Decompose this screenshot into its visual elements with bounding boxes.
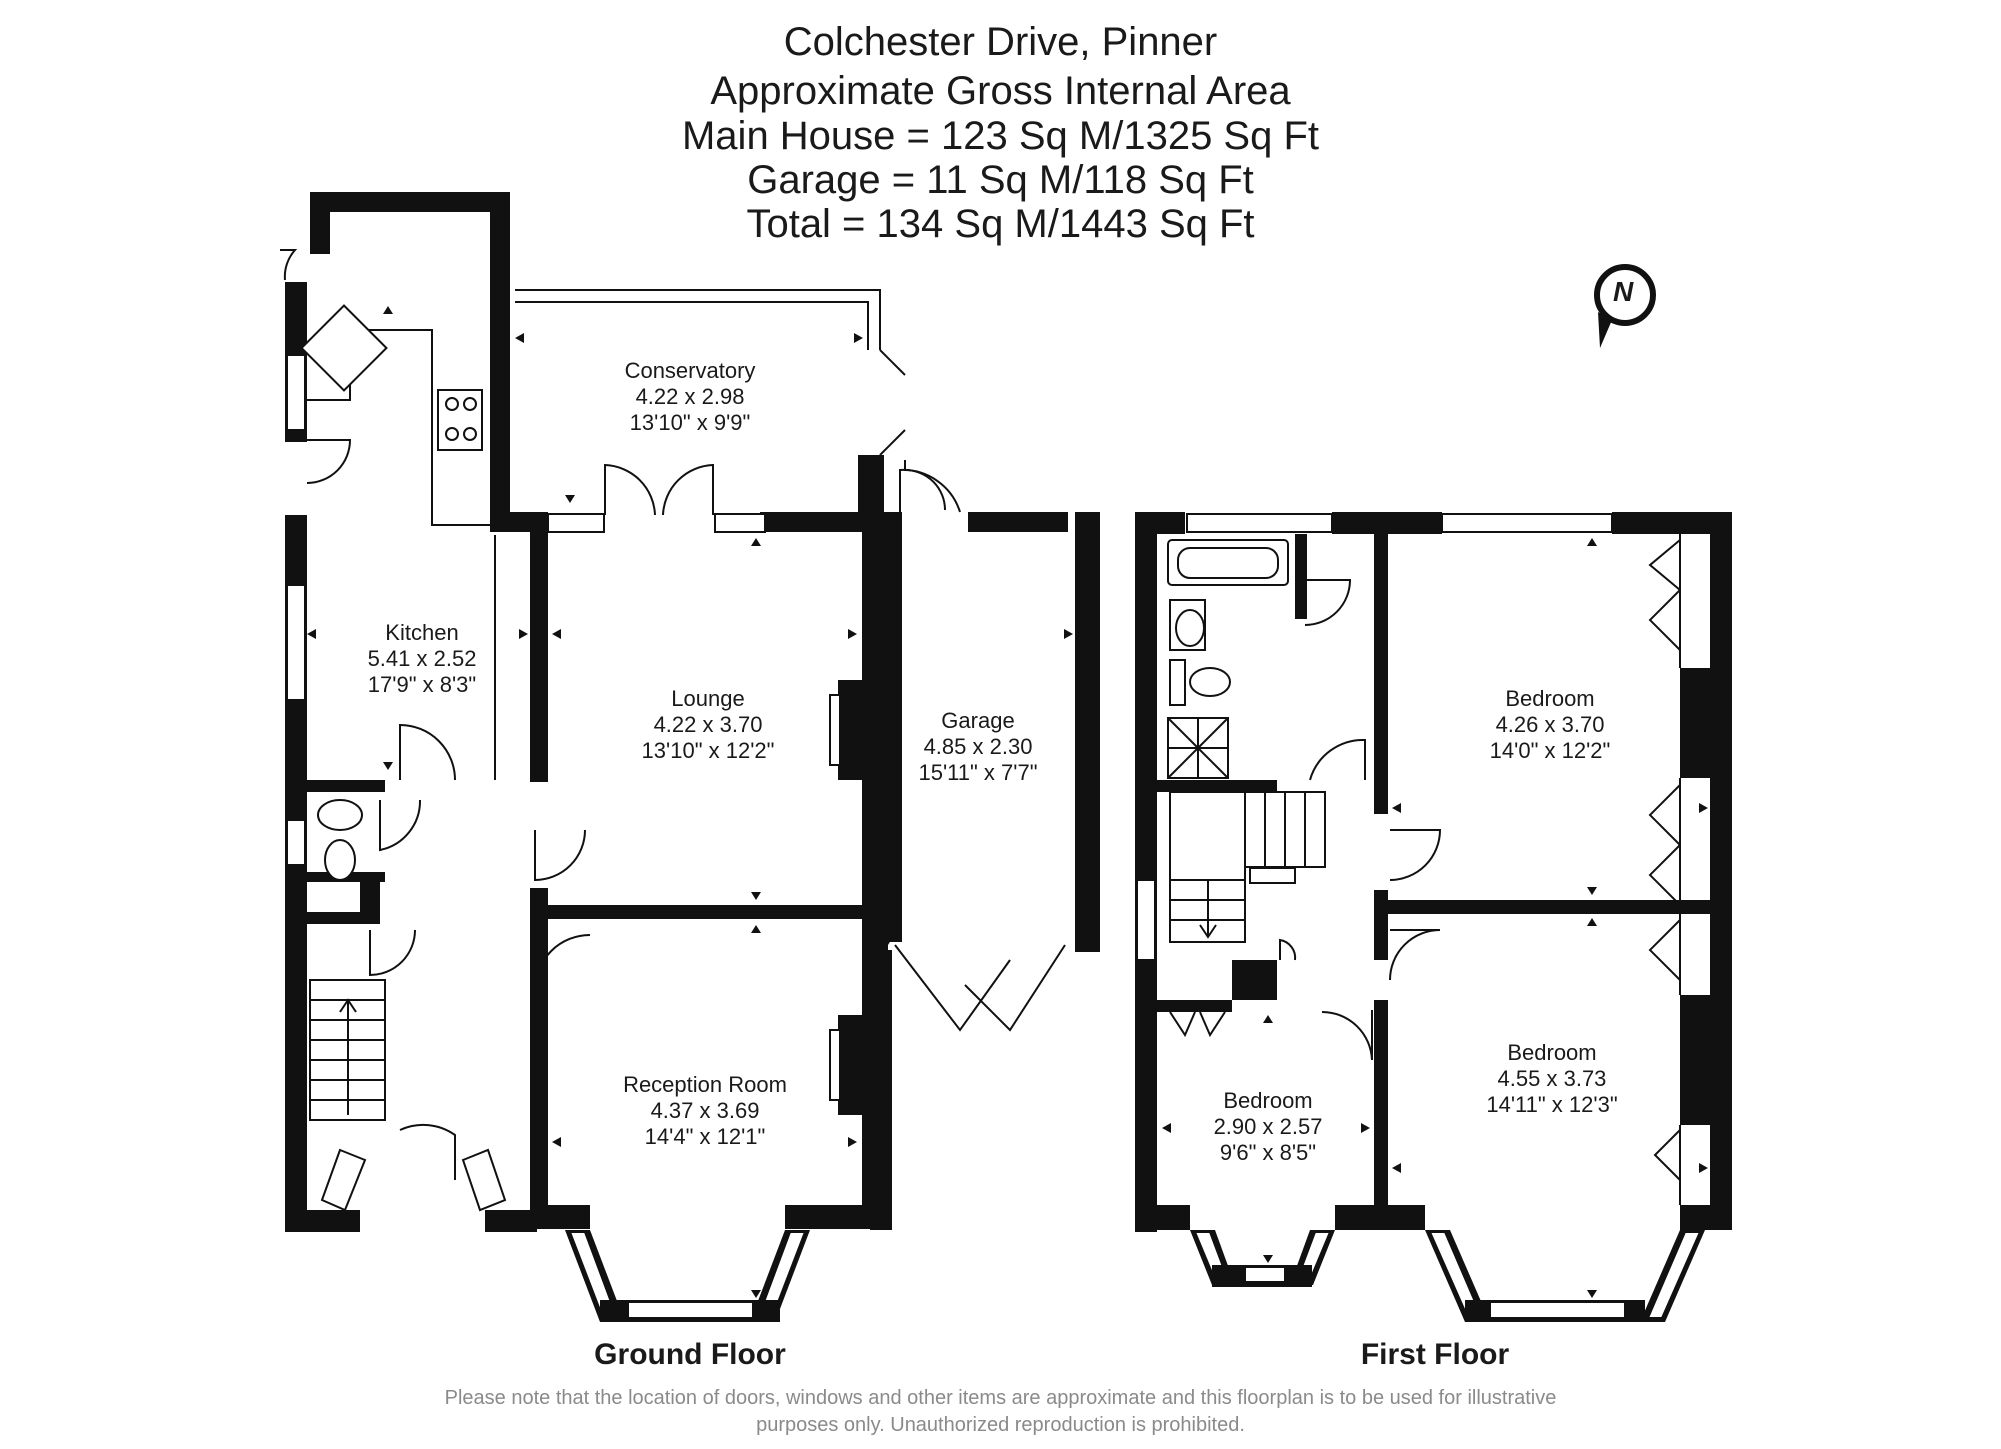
room-name: Lounge bbox=[671, 686, 745, 711]
room-reception: Reception Room 4.37 x 3.69 14'4" x 12'1" bbox=[623, 1072, 787, 1150]
first-staircase bbox=[1169, 791, 1326, 943]
hall-doors bbox=[280, 249, 591, 1212]
hob-icon bbox=[437, 389, 483, 451]
room-garage: Garage 4.85 x 2.30 15'11" x 7'7" bbox=[918, 708, 1037, 786]
bath-icon bbox=[1167, 539, 1289, 586]
room-metric: 4.22 x 2.98 bbox=[635, 384, 745, 409]
room-metric: 4.37 x 3.69 bbox=[650, 1098, 760, 1123]
room-imperial: 13'10" x 12'2" bbox=[641, 738, 775, 763]
room-name: Conservatory bbox=[624, 358, 756, 383]
bathroom-fittings bbox=[1167, 539, 1366, 781]
ground-floor-label: Ground Floor bbox=[594, 1338, 786, 1371]
room-bedroom-small: Bedroom 2.90 x 2.57 9'6" x 8'5" bbox=[1214, 1088, 1323, 1166]
room-metric: 5.41 x 2.52 bbox=[367, 646, 477, 671]
main-house-area: Main House = 123 Sq M/1325 Sq Ft bbox=[681, 114, 1320, 158]
room-kitchen: Kitchen 5.41 x 2.52 17'9" x 8'3" bbox=[368, 620, 477, 698]
room-metric: 2.90 x 2.57 bbox=[1213, 1114, 1323, 1139]
disclaimer-line-1: Please note that the location of doors, … bbox=[444, 1387, 1557, 1409]
first-floor-plan bbox=[1135, 512, 1732, 1322]
garage-doors bbox=[894, 468, 1066, 1032]
room-conservatory: Conservatory 4.22 x 2.98 13'10" x 9'9" bbox=[625, 358, 756, 436]
room-imperial: 13'10" x 9'9" bbox=[629, 410, 751, 435]
room-bedroom-rear: Bedroom 4.26 x 3.70 14'0" x 12'2" bbox=[1490, 686, 1611, 764]
toilet-icon bbox=[1189, 667, 1231, 697]
first-floor-windows bbox=[1136, 513, 1705, 1322]
room-metric: 4.55 x 3.73 bbox=[1497, 1066, 1607, 1091]
basin-icon bbox=[317, 799, 363, 831]
sink-icon bbox=[300, 304, 388, 392]
ground-staircase bbox=[309, 979, 386, 1121]
ground-floor-walls bbox=[285, 192, 1100, 1232]
disclaimer-line-2: purposes only. Unauthorized reproduction… bbox=[756, 1414, 1245, 1436]
basin-icon bbox=[1175, 609, 1205, 647]
conservatory-structure bbox=[515, 289, 946, 533]
first-floor-label: First Floor bbox=[1360, 1338, 1510, 1371]
toilet-icon bbox=[324, 839, 356, 881]
room-name: Garage bbox=[941, 708, 1015, 733]
room-metric: 4.26 x 3.70 bbox=[1495, 712, 1605, 737]
room-imperial: 14'4" x 12'1" bbox=[644, 1124, 766, 1149]
ground-floor-plan bbox=[280, 192, 1100, 1322]
room-name: Bedroom bbox=[1505, 686, 1595, 711]
kitchen-fittings bbox=[286, 304, 496, 781]
room-lounge: Lounge 4.22 x 3.70 13'10" x 12'2" bbox=[642, 686, 775, 764]
total-area: Total = 134 Sq M/1443 Sq Ft bbox=[746, 202, 1255, 246]
room-imperial: 17'9" x 8'3" bbox=[367, 672, 477, 697]
property-address: Colchester Drive, Pinner bbox=[783, 20, 1218, 64]
first-floor-walls bbox=[1135, 512, 1732, 1232]
ground-wc bbox=[286, 799, 422, 977]
room-bedroom-front: Bedroom 4.55 x 3.73 14'11" x 12'3" bbox=[1486, 1040, 1617, 1118]
room-metric: 4.85 x 2.30 bbox=[923, 734, 1033, 759]
garage-area: Garage = 11 Sq M/118 Sq Ft bbox=[747, 158, 1254, 202]
room-imperial: 9'6" x 8'5" bbox=[1219, 1140, 1317, 1165]
dimension-markers bbox=[307, 306, 1708, 1298]
room-name: Bedroom bbox=[1223, 1088, 1313, 1113]
lounge-fittings bbox=[565, 680, 862, 1322]
room-imperial: 14'11" x 12'3" bbox=[1486, 1092, 1618, 1117]
room-imperial: 14'0" x 12'2" bbox=[1489, 738, 1611, 763]
room-metric: 4.22 x 3.70 bbox=[653, 712, 763, 737]
room-name: Kitchen bbox=[385, 620, 459, 645]
area-subtitle: Approximate Gross Internal Area bbox=[710, 69, 1291, 113]
north-arrow-icon bbox=[1594, 264, 1656, 348]
room-name: Bedroom bbox=[1507, 1040, 1597, 1065]
north-label: N bbox=[1613, 276, 1634, 307]
first-floor-doors bbox=[1169, 534, 1681, 1205]
room-imperial: 15'11" x 7'7" bbox=[918, 760, 1038, 785]
room-name: Reception Room bbox=[623, 1072, 787, 1097]
